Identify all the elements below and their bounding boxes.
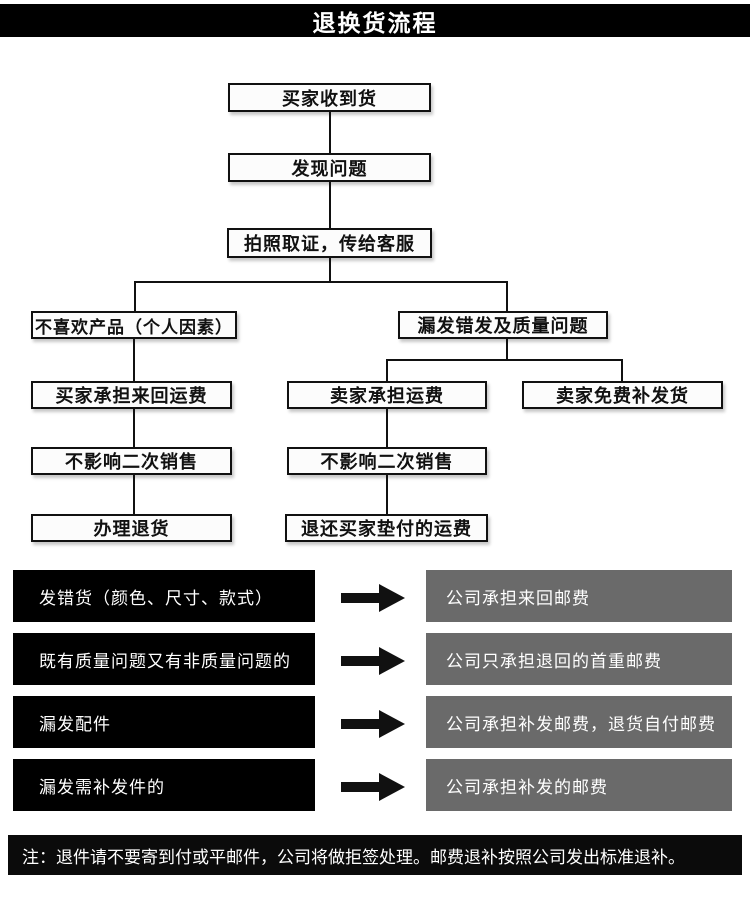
flow-node-seller-pays-shipping: 卖家承担运费 (287, 381, 487, 409)
flow-node-resale-ok-right: 不影响二次销售 (287, 447, 487, 475)
connector-line (386, 409, 388, 447)
flow-node-seller-free-reship: 卖家免费补发货 (522, 381, 723, 409)
footer-note: 注：退件请不要寄到付或平邮件，公司将做拒签处理。邮费退补按照公司发出标准退补。 (8, 835, 742, 875)
policy-result: 公司承担补发的邮费 (426, 759, 732, 811)
flow-node-find-problem: 发现问题 (228, 153, 431, 182)
policy-condition: 既有质量问题又有非质量问题的 (13, 633, 315, 685)
connector-line (134, 281, 136, 311)
page-title: 退换货流程 (312, 9, 438, 36)
policy-result: 公司只承担退回的首重邮费 (426, 633, 732, 685)
policy-result: 公司承担来回邮费 (426, 570, 732, 622)
connector-line (386, 359, 388, 381)
flow-node-refund-advanced-shipping: 退还买家垫付的运费 (285, 514, 488, 542)
flow-node-receive: 买家收到货 (228, 83, 431, 112)
connector-line (329, 182, 331, 228)
connector-line (506, 281, 508, 311)
flow-node-dislike-product: 不喜欢产品（个人因素） (31, 311, 237, 339)
policy-condition: 漏发需补发件的 (13, 759, 315, 811)
header-bar: 退换货流程 (0, 4, 750, 37)
connector-line (506, 339, 508, 361)
flow-node-photo-evidence: 拍照取证，传给客服 (227, 228, 432, 258)
connector-line (386, 359, 623, 361)
flow-node-buyer-pays-shipping: 买家承担来回运费 (31, 381, 232, 409)
policy-result: 公司承担补发邮费，退货自付邮费 (426, 696, 732, 748)
connector-line (329, 258, 331, 283)
connector-line (329, 112, 331, 153)
connector-line (133, 339, 135, 381)
connector-line (386, 475, 388, 514)
connector-line (133, 409, 135, 447)
right-arrow-icon (341, 773, 405, 801)
connector-line (134, 281, 508, 283)
right-arrow-icon (341, 710, 405, 738)
right-arrow-icon (341, 647, 405, 675)
connector-line (133, 475, 135, 514)
right-arrow-icon (341, 584, 405, 612)
policy-condition: 漏发配件 (13, 696, 315, 748)
policy-condition: 发错货（颜色、尺寸、款式） (13, 570, 315, 622)
flow-node-resale-ok-left: 不影响二次销售 (31, 447, 232, 475)
connector-line (621, 359, 623, 381)
flow-node-wrong-or-quality: 漏发错发及质量问题 (398, 311, 608, 339)
flow-node-process-return: 办理退货 (31, 514, 232, 542)
